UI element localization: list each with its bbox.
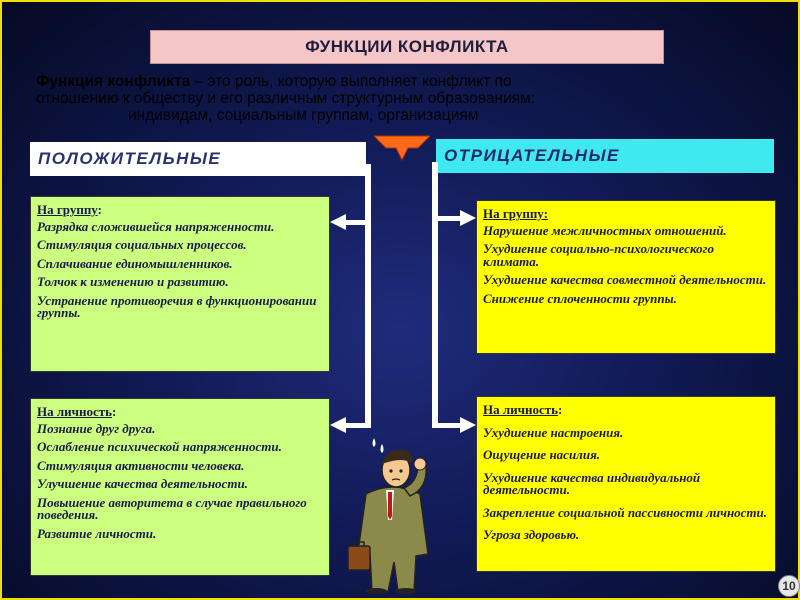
positive-personal-box: На личность: Познание друг друга. Ослабл…	[30, 398, 330, 576]
list-item: Ухудшение социально-психологического кли…	[483, 241, 714, 269]
arrow-right-icon	[460, 210, 476, 226]
slide-title: ФУНКЦИИ КОНФЛИКТА	[150, 30, 664, 64]
down-arrow-icon	[374, 135, 430, 162]
list-item: Ослабление психической напряженности.	[37, 439, 282, 454]
definition-line3: индивидам, социальным группам, организац…	[128, 107, 479, 124]
definition: Функция конфликта – это роль, которую вы…	[36, 73, 756, 124]
connector-left-top	[342, 220, 371, 225]
arrow-right-icon	[460, 417, 476, 433]
definition-term: Функция конфликта	[36, 73, 191, 90]
list-item: Ухудшение настроения.	[483, 424, 624, 440]
arrow-left-icon	[330, 417, 346, 433]
list-item: Снижение сплоченности группы.	[483, 290, 677, 306]
list-item: Устранение противоречия в функционирован…	[37, 292, 317, 320]
list-item: Угроза здоровью.	[483, 527, 580, 542]
positive-header: ПОЛОЖИТЕЛЬНЫЕ	[30, 142, 366, 176]
list-item: Разрядка сложившейся напряженности.	[37, 218, 275, 234]
negative-personal-box: На личность: Ухудшение настроения. Ощуще…	[476, 396, 776, 572]
connector-right-bottom	[432, 423, 464, 428]
list-item: Сплачивание единомышленников.	[37, 255, 233, 271]
list-item: Улучшение качества деятельности.	[37, 476, 248, 491]
negative-group-box: На группу: Нарушение межличностных отнош…	[476, 200, 776, 354]
list-item: Толчок к изменению и развитию.	[37, 274, 229, 289]
page-number-badge: 10	[778, 575, 800, 597]
list-item: Стимуляция активности человека.	[37, 457, 245, 473]
list-item: Развитие личности.	[37, 525, 157, 541]
positive-personal-heading: На личность:	[37, 404, 117, 419]
list-item: Ухудшение качества индивидуальной деятел…	[483, 469, 701, 497]
list-item: Закрепление социальной пассивности лично…	[483, 504, 768, 520]
list-item: Ухудшение качества совместной деятельнос…	[483, 272, 767, 287]
list-item: Нарушение межличностных отношений.	[483, 222, 727, 238]
connector-left-bottom	[342, 423, 371, 428]
definition-line2: отношению к обществу и его различным стр…	[36, 90, 536, 107]
negative-header: ОТРИЦАТЕЛЬНЫЕ	[436, 139, 774, 173]
definition-line1: – это роль, которую выполняет конфликт п…	[190, 73, 512, 90]
negative-group-heading: На группу:	[483, 206, 548, 221]
connector-right-top	[432, 216, 464, 221]
list-item: Стимуляция социальных процессов.	[37, 237, 247, 252]
positive-group-box: На группу: Разрядка сложившейся напряжен…	[30, 196, 330, 372]
positive-group-heading: На группу:	[37, 202, 102, 217]
arrow-left-icon	[330, 214, 346, 230]
connector-left-vertical	[365, 164, 371, 428]
connector-right-vertical	[432, 162, 438, 428]
confused-man-illustration	[347, 438, 429, 594]
list-item: Повышение авторитета в случае правильног…	[37, 494, 307, 522]
list-item: Ощущение насилия.	[483, 447, 601, 462]
list-item: Познание друг друга.	[37, 420, 156, 436]
negative-personal-heading: На личность:	[483, 402, 563, 417]
